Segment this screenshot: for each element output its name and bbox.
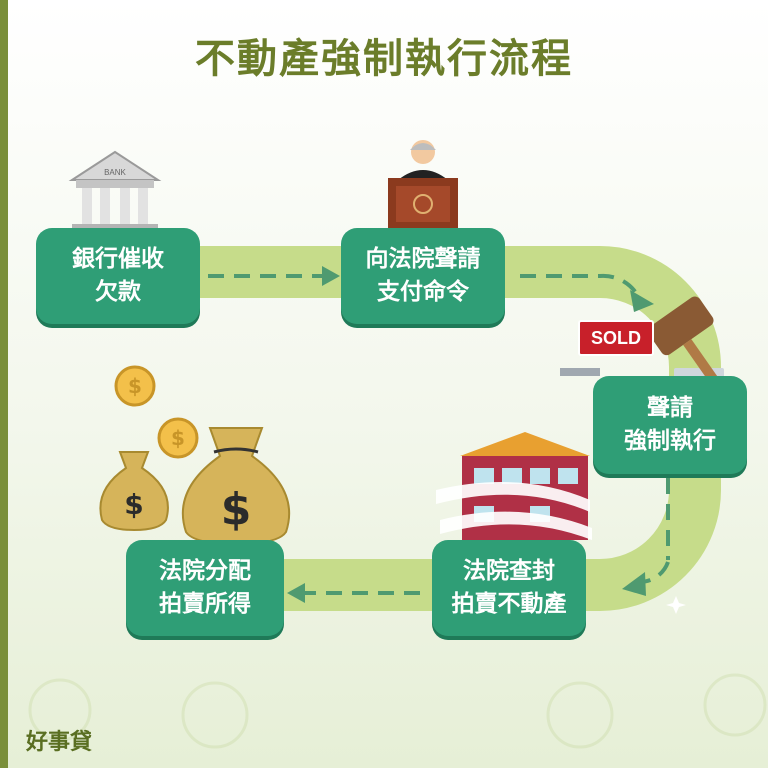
step-label-line2: 欠款 bbox=[95, 279, 141, 305]
sold-tag: SOLD bbox=[578, 320, 654, 356]
step-distribute-proceeds: 法院分配 拍賣所得 bbox=[126, 540, 284, 636]
bank-sign: BANK bbox=[104, 168, 126, 177]
svg-text:$: $ bbox=[171, 426, 185, 450]
sparkle-icon bbox=[666, 596, 686, 614]
step-label-line1: 銀行催收 bbox=[72, 246, 164, 272]
coin-icon-2: $ bbox=[157, 417, 199, 459]
arrow-heads bbox=[287, 266, 654, 603]
step-label-line1: 向法院聲請 bbox=[365, 246, 481, 272]
step-bank-collect: 銀行催收 欠款 bbox=[36, 228, 200, 324]
step-label-line2: 拍賣所得 bbox=[159, 591, 251, 617]
money-bag-icon: $ bbox=[99, 451, 169, 532]
step-label-line1: 法院分配 bbox=[159, 558, 251, 584]
step-label-line1: 法院查封 bbox=[463, 558, 555, 584]
step-label-line2: 支付命令 bbox=[377, 279, 469, 305]
svg-text:$: $ bbox=[221, 484, 252, 535]
step-label-line1: 聲請 bbox=[647, 395, 693, 421]
house-icon bbox=[436, 432, 592, 540]
step-enforcement: 聲請 強制執行 bbox=[593, 376, 747, 474]
left-accent-bar bbox=[0, 0, 8, 768]
step-payment-order: 向法院聲請 支付命令 bbox=[341, 228, 505, 324]
svg-text:$: $ bbox=[128, 374, 142, 398]
money-bag-icon-large: $ bbox=[181, 427, 291, 546]
background-bag-icons bbox=[28, 673, 767, 749]
bank-icon: BANK bbox=[68, 150, 162, 232]
step-label-line2: 強制執行 bbox=[624, 428, 716, 454]
svg-text:$: $ bbox=[124, 488, 143, 521]
step-seize-auction: 法院查封 拍賣不動產 bbox=[432, 540, 586, 636]
brand-logo: 好事貸 bbox=[26, 730, 93, 755]
judge-icon bbox=[388, 140, 458, 230]
step-label-line2: 拍賣不動產 bbox=[451, 591, 567, 617]
coin-icon: $ bbox=[114, 365, 156, 407]
page-title: 不動產強制執行流程 bbox=[195, 36, 573, 82]
